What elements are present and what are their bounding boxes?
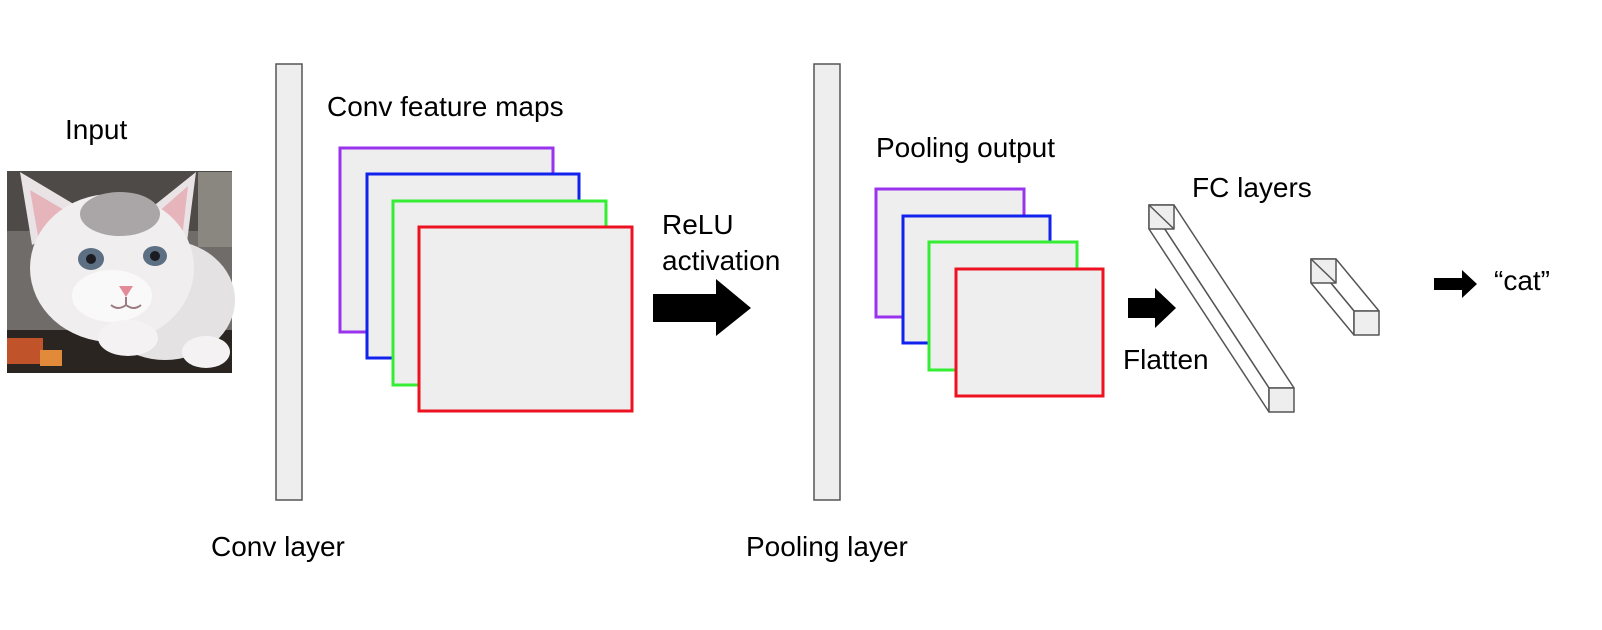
relu-label-line1: ReLU: [662, 209, 734, 240]
relu-label-line2: activation: [662, 245, 780, 276]
pooling-layer-bar: [813, 63, 841, 501]
fc-layers-label: FC layers: [1192, 172, 1312, 203]
pooling-output-label: Pooling output: [876, 132, 1055, 163]
pooling-map-red: [954, 267, 1105, 398]
fc-layer-long: [1148, 204, 1295, 413]
pooling-output-maps: [874, 187, 1105, 398]
conv-layer-label: Conv layer: [211, 531, 345, 562]
input-label: Input: [65, 114, 127, 145]
flatten-arrow: [1128, 288, 1176, 328]
conv-feature-maps: [338, 146, 634, 413]
fc-layer-short: [1310, 258, 1380, 336]
pooling-layer-label: Pooling layer: [746, 531, 908, 562]
flatten-label: Flatten: [1123, 344, 1209, 375]
input-image: [7, 171, 235, 373]
output-label: “cat”: [1494, 265, 1550, 296]
conv-layer-bar: [275, 63, 303, 501]
relu-arrow: [653, 279, 751, 336]
output-arrow: [1434, 270, 1477, 298]
conv-feature-maps-label: Conv feature maps: [327, 91, 564, 122]
conv-feature-map-red: [417, 225, 634, 413]
